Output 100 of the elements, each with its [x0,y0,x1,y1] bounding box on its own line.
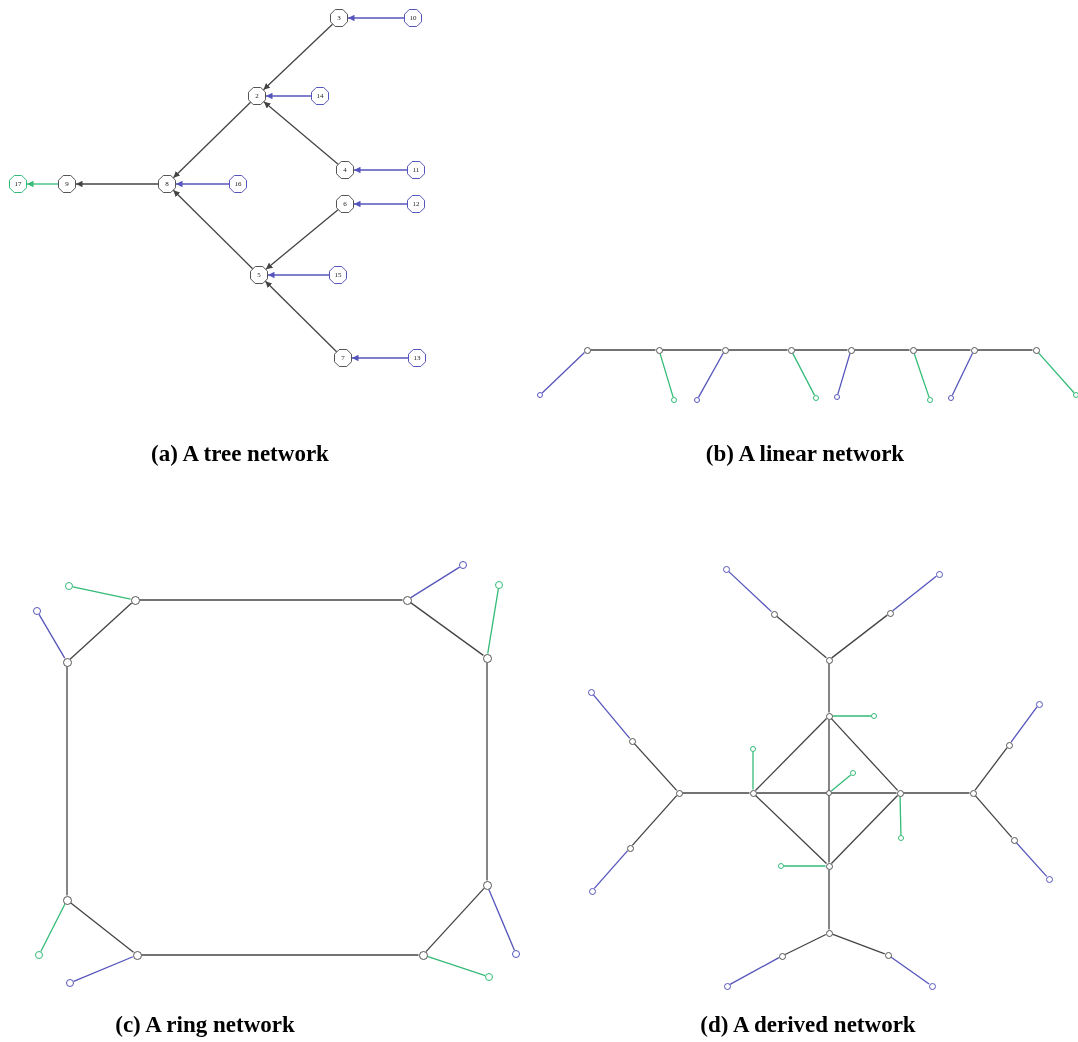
network-link [831,792,898,794]
node-circle [1035,700,1043,708]
network-link [263,101,339,165]
network-link [727,570,773,613]
node-circle [825,862,833,870]
panel-caption: (b) A linear network [705,441,905,467]
network-link [828,868,830,931]
network-link [913,352,930,398]
network-link [347,14,405,22]
node-circle [1005,741,1013,749]
node-circle [655,346,663,354]
network-link [172,189,254,270]
network-link [589,349,657,351]
node-circle [896,789,904,797]
node-circle [935,570,943,578]
network-link [72,586,132,600]
network-link [831,933,886,955]
network-link [1015,841,1048,878]
network-link [75,180,159,188]
network-link [631,794,678,847]
network-link [172,101,252,179]
node-circle [825,656,833,664]
node-circle [1010,836,1018,844]
node-circle [721,346,729,354]
node-circle [537,392,543,398]
network-link [488,888,516,951]
network-link [265,209,339,270]
network-link [902,792,971,794]
node-circle [825,929,833,937]
node-circle [826,790,832,796]
node-circle [33,607,41,615]
network-link [1010,706,1038,743]
node-circle [750,746,756,752]
network-link [1037,351,1075,394]
network-link [828,662,830,714]
network-link [592,694,631,739]
network-link [830,774,852,792]
network-link [262,23,334,91]
node-circle [1073,392,1078,398]
node-circle [928,982,936,990]
node-circle [898,835,904,841]
node-circle [969,789,977,797]
network-link [831,715,872,717]
network-link [681,792,751,794]
network-link [837,352,851,395]
network-link [69,902,135,953]
node-circle [948,395,954,401]
panel-caption: (a) A tree network [151,441,329,467]
network-link [38,613,66,659]
node-circle [418,950,428,960]
node-circle [62,657,72,667]
node-circle [749,789,757,797]
network-link [40,903,66,953]
network-link [426,955,486,977]
network-link [410,602,484,656]
node-circle [722,565,730,573]
node-circle [1032,346,1040,354]
node-circle [694,397,700,403]
network-link [830,794,899,865]
node-circle [778,863,784,869]
network-link [976,349,1034,351]
node-circle [512,950,520,958]
network-link [659,352,674,398]
node-circle [628,737,636,745]
node-circle [927,397,933,403]
node-circle [825,712,833,720]
node-circle [482,880,492,890]
node-circle [587,688,595,696]
node-circle [813,395,819,401]
node-circle [970,346,978,354]
network-link [890,956,930,985]
node-circle [626,844,634,852]
network-link [776,615,827,659]
network-link [425,887,485,953]
node-circle [459,561,467,569]
network-link [784,933,827,956]
network-link [974,747,1008,791]
network-link [828,795,830,864]
node-circle [909,346,917,354]
network-link [267,271,330,279]
node-circle [723,982,731,990]
network-link [487,588,499,655]
node-circle [847,346,855,354]
node-circle [871,713,877,719]
network-link [951,352,974,396]
network-link [899,795,902,836]
node-circle [884,951,892,959]
node-circle [130,595,140,605]
node-circle [485,973,493,981]
node-circle [66,979,74,987]
network-link [26,180,59,188]
network-link [697,352,724,399]
network-link [593,849,629,890]
node-circle [671,397,677,403]
network-link [828,718,830,791]
network-link [754,717,828,792]
node-circle [62,895,72,905]
node-circle [132,950,142,960]
network-link [138,599,404,601]
network-link [783,865,827,867]
